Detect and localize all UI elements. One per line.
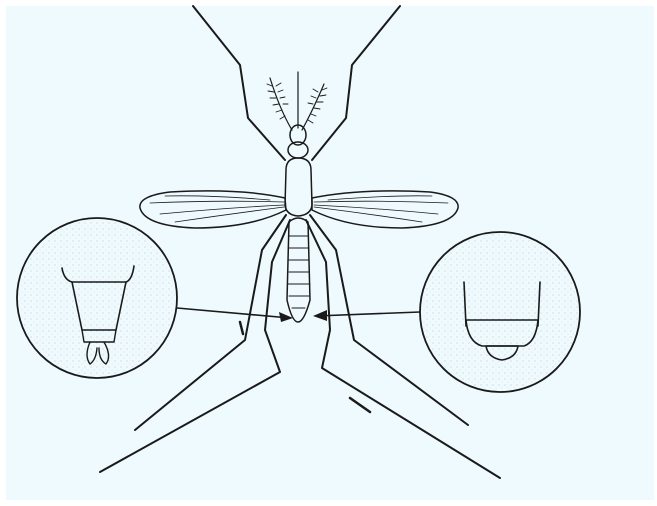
male-tip-callout (17, 218, 177, 378)
front-legs (193, 6, 400, 160)
antennae (267, 72, 327, 130)
abdomen (287, 218, 310, 322)
left-pointer-arrow (177, 308, 293, 322)
head (288, 125, 308, 158)
thorax (285, 158, 312, 216)
left-wing (140, 191, 286, 228)
right-wing (312, 191, 458, 228)
female-tip-callout (420, 232, 580, 392)
